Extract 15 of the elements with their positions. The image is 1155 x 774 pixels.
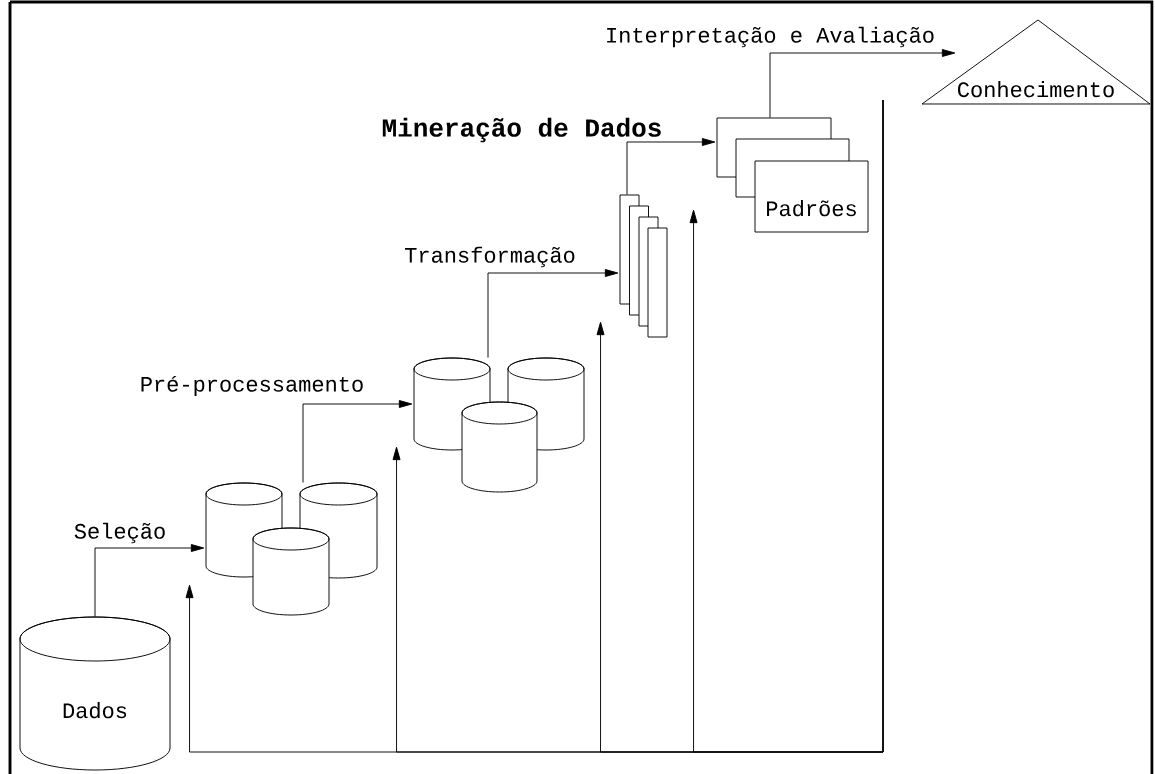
database-cylinder: Dados — [19, 616, 171, 771]
arrow — [487, 269, 619, 358]
database-cylinder — [252, 527, 330, 616]
step-label: Seleção — [74, 522, 165, 544]
arrow — [94, 544, 205, 617]
pattern-card: Padrões — [754, 160, 869, 233]
arrow — [302, 400, 413, 483]
step-label: Mineração de Dados — [382, 117, 661, 143]
data-sheet — [647, 227, 668, 338]
arrow — [769, 49, 956, 118]
arrow — [626, 138, 716, 195]
feedback-arrow — [689, 99, 884, 753]
database-cylinder — [461, 401, 538, 493]
step-label: Transformação — [405, 246, 575, 268]
step-label: Pré-processamento — [141, 375, 363, 397]
